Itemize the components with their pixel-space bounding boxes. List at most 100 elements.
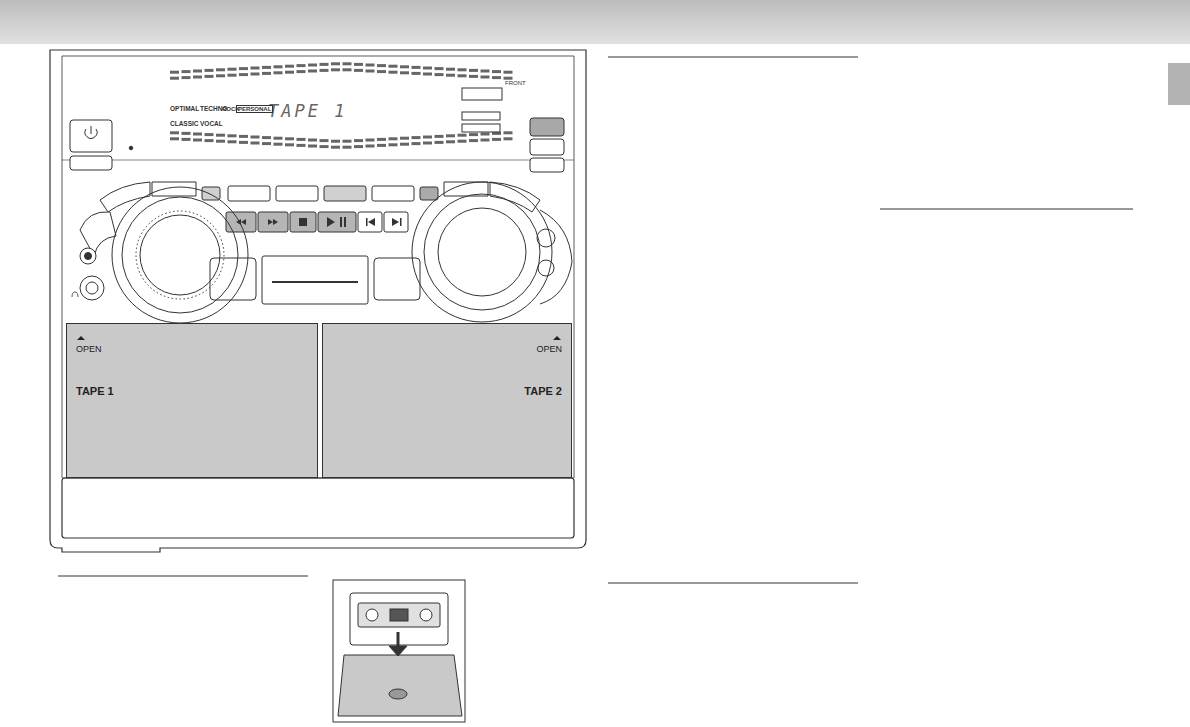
tape-door-panel: OPEN TAPE 2	[322, 323, 572, 478]
equalizer-dash	[412, 72, 421, 75]
cassette-illustration	[333, 580, 465, 722]
equalizer-dash	[182, 138, 191, 141]
equalizer-dash	[469, 69, 478, 72]
equalizer-dash	[205, 133, 214, 136]
equalizer-dash	[504, 77, 513, 80]
equalizer-bars	[170, 62, 513, 148]
equalizer-dash	[308, 145, 317, 148]
equalizer-dash	[251, 73, 260, 76]
function-buttons	[100, 182, 540, 212]
equalizer-dash	[354, 145, 363, 148]
equalizer-dash	[492, 138, 501, 141]
equalizer-dash	[251, 136, 260, 139]
equalizer-dash	[182, 132, 191, 135]
equalizer-dash	[400, 143, 409, 146]
equalizer-dash	[366, 64, 375, 67]
equalizer-dash	[285, 71, 294, 74]
equalizer-dash	[458, 74, 467, 77]
equalizer-dash	[239, 67, 248, 70]
equalizer-dash	[274, 137, 283, 140]
sound-preset: PERSONAL	[236, 105, 273, 113]
equalizer-dash	[400, 71, 409, 74]
equalizer-dash	[228, 134, 237, 137]
equalizer-dash	[205, 69, 214, 72]
equalizer-dash	[366, 145, 375, 148]
equalizer-dash	[297, 144, 306, 147]
equalizer-dash	[343, 68, 352, 71]
equalizer-dash	[205, 139, 214, 142]
equalizer-dash	[228, 140, 237, 143]
equalizer-dash	[228, 74, 237, 77]
housing	[50, 50, 586, 552]
equalizer-dash	[435, 67, 444, 70]
equalizer-dash	[400, 137, 409, 140]
sound-preset: VOCAL	[200, 121, 223, 128]
equalizer-dash	[205, 75, 214, 78]
equalizer-dash	[193, 70, 202, 73]
equalizer-dash	[274, 143, 283, 146]
equalizer-dash	[285, 143, 294, 146]
equalizer-dash	[228, 68, 237, 71]
equalizer-dash	[481, 133, 490, 136]
equalizer-dash	[343, 140, 352, 143]
open-label: OPEN	[536, 344, 562, 354]
equalizer-dash	[446, 68, 455, 71]
equalizer-dash	[458, 134, 467, 137]
equalizer-dash	[170, 137, 179, 140]
equalizer-dash	[504, 131, 513, 134]
equalizer-dash	[469, 139, 478, 142]
equalizer-dash	[354, 63, 363, 66]
equalizer-dash	[308, 139, 317, 142]
equalizer-dash	[389, 65, 398, 68]
equalizer-dash	[193, 133, 202, 136]
equalizer-dash	[170, 77, 179, 80]
equalizer-dash	[239, 73, 248, 76]
equalizer-dash	[285, 137, 294, 140]
equalizer-dash	[216, 68, 225, 71]
display-source: TAPE 1	[268, 103, 347, 120]
equalizer-dash	[297, 64, 306, 67]
equalizer-dash	[492, 70, 501, 73]
equalizer-dash	[354, 139, 363, 142]
cassette-slot	[210, 256, 420, 304]
equalizer-dash	[412, 142, 421, 145]
equalizer-dash	[331, 140, 340, 143]
tape-label: TAPE 2	[524, 385, 562, 397]
equalizer-dash	[481, 76, 490, 79]
equalizer-dash	[446, 140, 455, 143]
equalizer-dash	[377, 138, 386, 141]
equalizer-dash	[262, 72, 271, 75]
equalizer-dash	[262, 136, 271, 139]
tape-label: TAPE 1	[76, 385, 114, 397]
equalizer-dash	[377, 70, 386, 73]
equalizer-dash	[412, 66, 421, 69]
equalizer-dash	[354, 69, 363, 72]
equalizer-dash	[504, 137, 513, 140]
front-indicator: FRONT	[505, 80, 526, 86]
equalizer-dash	[458, 68, 467, 71]
equalizer-dash	[389, 143, 398, 146]
equalizer-dash	[446, 134, 455, 137]
equalizer-dash	[320, 63, 329, 66]
equalizer-dash	[389, 71, 398, 74]
equalizer-dash	[274, 71, 283, 74]
equalizer-dash	[504, 71, 513, 74]
equalizer-dash	[216, 74, 225, 77]
display-boxes	[462, 88, 502, 132]
equalizer-dash	[423, 142, 432, 145]
equalizer-dash	[239, 135, 248, 138]
knobs	[72, 182, 572, 323]
equalizer-dash	[320, 69, 329, 72]
equalizer-dash	[308, 70, 317, 73]
language-tab	[1168, 63, 1190, 105]
equalizer-dash	[251, 142, 260, 145]
equalizer-dash	[423, 73, 432, 76]
equalizer-dash	[216, 140, 225, 143]
equalizer-dash	[366, 139, 375, 142]
equalizer-dash	[481, 139, 490, 142]
equalizer-dash	[469, 75, 478, 78]
equalizer-dash	[400, 65, 409, 68]
equalizer-dash	[331, 62, 340, 65]
tape-door-panel: OPENTAPE 1	[66, 323, 318, 478]
side-buttons	[70, 118, 564, 172]
